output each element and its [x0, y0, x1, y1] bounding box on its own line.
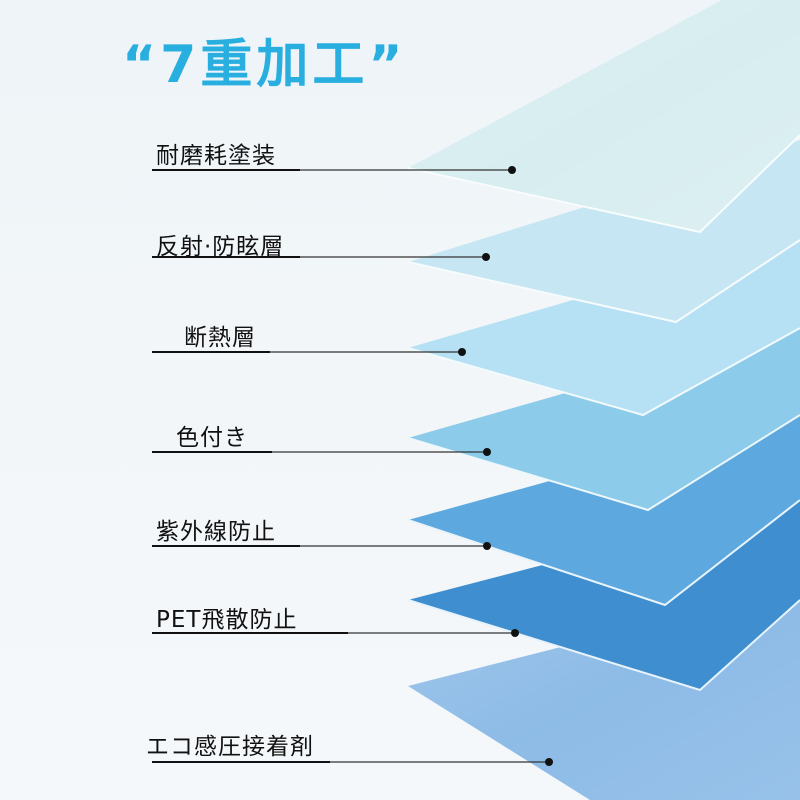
layer-label-4: 色付き — [176, 425, 248, 451]
layer-label-3: 断熱層 — [184, 325, 256, 351]
layer-label-7: エコ感圧接着剤 — [146, 734, 314, 760]
layer-label-1: 耐磨耗塗装 — [156, 143, 276, 169]
leader-dot-4 — [483, 448, 491, 456]
layer-label-2: 反射·防眩層 — [156, 234, 285, 260]
layer-1-sheet — [407, 0, 800, 234]
leader-dot-6 — [511, 629, 519, 637]
leader-lines — [152, 166, 553, 766]
leader-dot-1 — [508, 166, 516, 174]
leader-dot-3 — [458, 348, 466, 356]
leader-dot-7 — [545, 758, 553, 766]
page-title: “7重加工” — [122, 35, 407, 95]
layer-label-6: PET飛散防止 — [156, 607, 298, 633]
leader-dot-5 — [483, 542, 491, 550]
leader-dot-2 — [482, 253, 490, 261]
layer-label-5: 紫外線防止 — [156, 519, 276, 545]
